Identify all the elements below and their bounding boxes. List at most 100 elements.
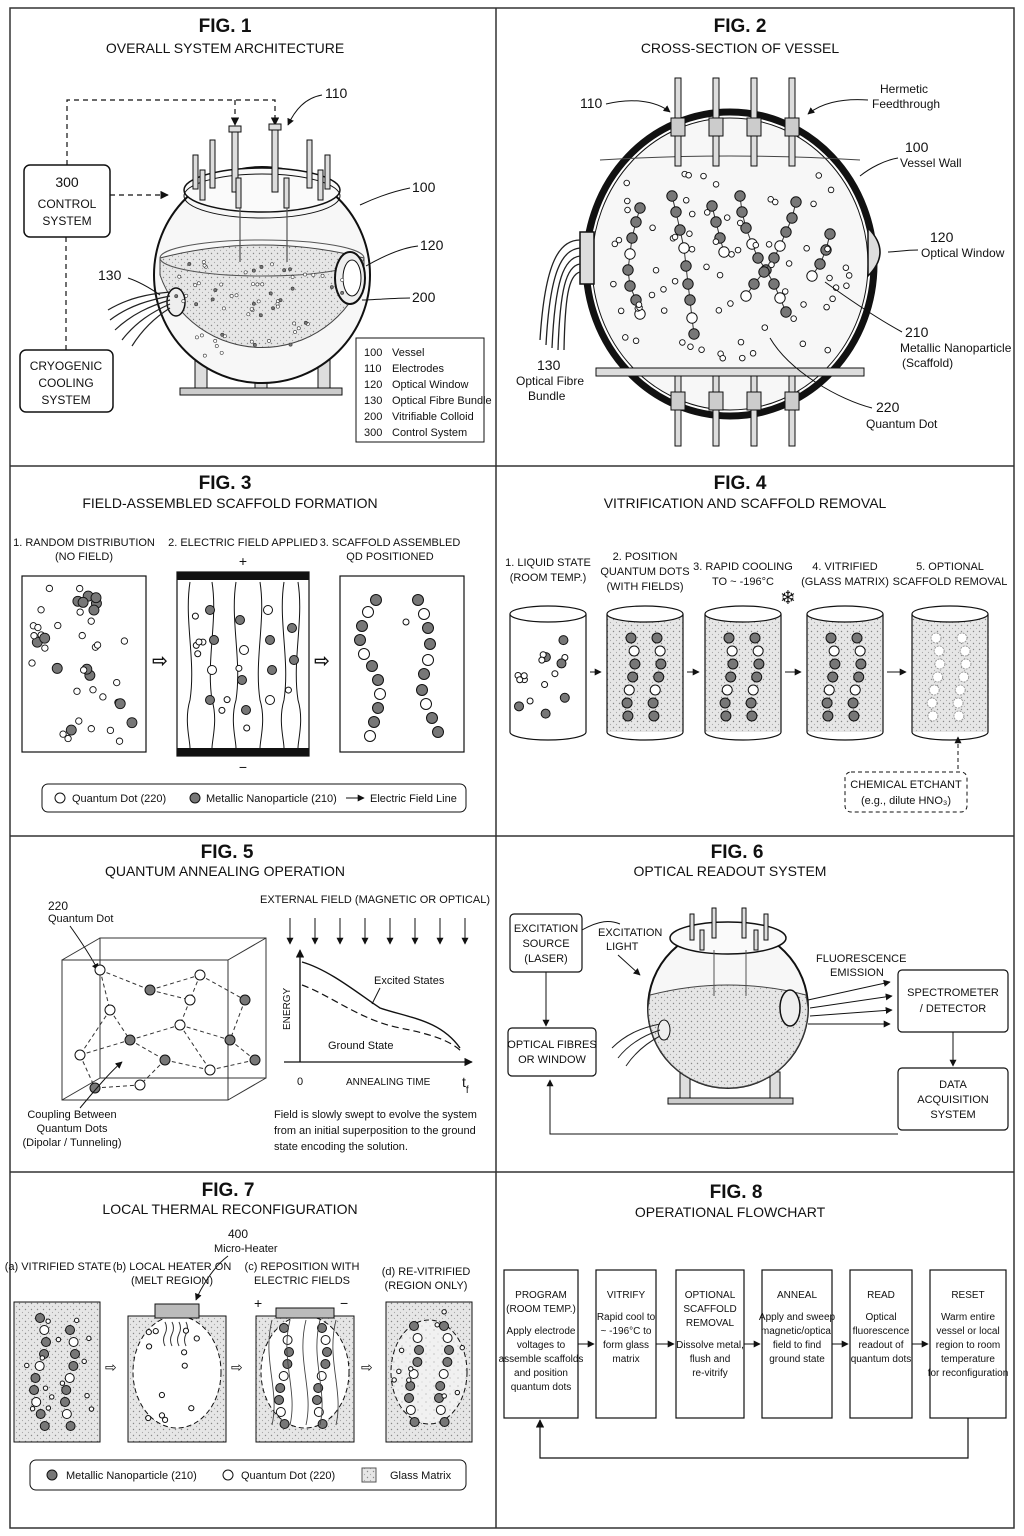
colloid-particle	[556, 658, 567, 669]
coupling-link	[109, 1009, 131, 1041]
fig2-particles	[610, 170, 853, 362]
fig2-bottom-electrodes	[670, 375, 800, 447]
colloid-particle	[210, 297, 215, 302]
vial-rim	[509, 605, 587, 623]
legend-number: 100	[364, 347, 382, 359]
quantum-dot	[75, 717, 83, 725]
ref-120: 120	[420, 237, 444, 253]
coupling-link	[94, 1084, 141, 1089]
electric-field-line	[280, 581, 287, 749]
quantum-dot	[402, 618, 410, 626]
metallic-nanoparticle	[666, 190, 678, 202]
quantum-dot	[441, 1393, 447, 1399]
quantum-dot	[815, 172, 823, 179]
quantum-dot	[800, 301, 807, 308]
metallic-nanoparticle	[29, 1385, 40, 1395]
quantum-dot	[441, 1309, 447, 1315]
quantum-dot	[679, 339, 686, 346]
fig7-legend-box	[29, 1459, 467, 1491]
metallic-nanoparticle	[88, 604, 100, 616]
excited-label: Excited States	[374, 975, 445, 987]
fig6-title: FIG. 6	[711, 842, 764, 863]
ref-200: 200	[412, 289, 436, 305]
scaffold-particle	[932, 671, 944, 683]
metallic-nanoparticle	[442, 1333, 453, 1343]
quantum-dot	[615, 236, 623, 244]
vial-body	[911, 614, 989, 741]
legend-number: 110	[364, 363, 382, 375]
quantum-dot	[284, 686, 292, 694]
scaffold-particle	[821, 697, 833, 709]
metallic-nanoparticle	[674, 224, 686, 236]
coupling-link	[229, 999, 246, 1041]
fig4-step-label: 1. LIQUID STATE	[505, 557, 591, 569]
colloid-particle	[290, 275, 295, 279]
colloid-particle	[222, 306, 226, 311]
quantum-dot	[34, 623, 42, 632]
scaffold-particle	[649, 684, 661, 696]
fig8-loop-arrow	[535, 1418, 969, 1459]
metallic-nanoparticle	[806, 270, 818, 282]
x-origin-label: 0	[297, 1076, 303, 1088]
flow-step-text: ~ -196°C to	[601, 1326, 652, 1337]
quantum-dot	[617, 307, 625, 315]
coupling-link	[149, 974, 201, 991]
scaffold-particle	[934, 658, 946, 670]
fig5-caption-1: Field is slowly swept to evolve the syst…	[274, 1109, 477, 1121]
metallic-nanoparticle	[624, 280, 636, 292]
quantum-dot	[41, 644, 49, 652]
quantum-dot	[785, 260, 793, 267]
quantum-dot	[223, 696, 231, 704]
colloid-particle	[234, 293, 239, 298]
nano-label: Metallic Nanoparticle	[900, 341, 1012, 355]
metallic-nanoparticle	[416, 684, 428, 696]
scaffold-particle	[655, 658, 667, 670]
metallic-nanoparticle	[40, 1337, 51, 1347]
flow-step-text: voltages to	[517, 1340, 566, 1351]
tf-label: tf	[462, 1074, 469, 1096]
lattice-quantum-dot	[124, 1034, 136, 1046]
vial-contents	[912, 614, 988, 732]
colloid-particle	[255, 282, 260, 287]
quantum-dot	[688, 246, 696, 253]
colloid-particle	[296, 326, 301, 331]
metallic-nanoparticle	[780, 226, 792, 238]
fig4-step-label: 4. VITRIFIED	[812, 561, 877, 573]
cooling-line3: SYSTEM	[41, 393, 90, 407]
quantum-dot	[39, 1355, 46, 1361]
flow-step-box	[503, 1269, 579, 1419]
scaffold-particle	[723, 632, 735, 644]
coupling-link	[179, 1024, 231, 1041]
fig3-legend-nano: Metallic Nanoparticle (210)	[206, 793, 337, 805]
fig7-d-label1: (d) RE-VITRIFIED	[382, 1266, 471, 1278]
fig3-step3-line1: 3. SCAFFOLD ASSEMBLED	[320, 537, 461, 549]
metallic-nanoparticle	[686, 312, 698, 324]
quantum-dot	[842, 264, 850, 271]
scaffold-particle	[828, 645, 840, 657]
coupling-link	[79, 1039, 131, 1056]
metallic-nanoparticle	[317, 1419, 328, 1429]
ref-100: 100	[412, 179, 436, 195]
quantum-dot	[845, 272, 853, 279]
fig7-box-a	[13, 1301, 101, 1443]
metallic-nanoparticle	[279, 1419, 290, 1429]
metallic-nanoparticle	[275, 1383, 286, 1393]
legend-number: 120	[364, 379, 382, 391]
metallic-nanoparticle	[412, 594, 424, 606]
colloid-particle	[252, 342, 257, 347]
fig4-step-label: (GLASS MATRIX)	[801, 576, 889, 588]
feedthrough-block	[746, 391, 762, 411]
metallic-nanoparticle	[68, 1361, 79, 1371]
metallic-nanoparticle	[774, 240, 786, 252]
colloid-particle	[275, 304, 280, 309]
metallic-nanoparticle	[418, 608, 430, 620]
metallic-nanoparticle	[432, 726, 444, 738]
metallic-nanoparticle	[622, 264, 634, 276]
metallic-nanoparticle	[209, 635, 219, 645]
ground-label: Ground State	[328, 1040, 393, 1052]
metallic-nanoparticle	[35, 1313, 45, 1323]
fig5-panel: FIG. 5 QUANTUM ANNEALING OPERATION 220 Q…	[22, 842, 490, 1153]
quantum-dot	[719, 354, 726, 362]
metallic-nanoparticle	[409, 1417, 420, 1427]
metallic-nanoparticle	[237, 675, 247, 685]
